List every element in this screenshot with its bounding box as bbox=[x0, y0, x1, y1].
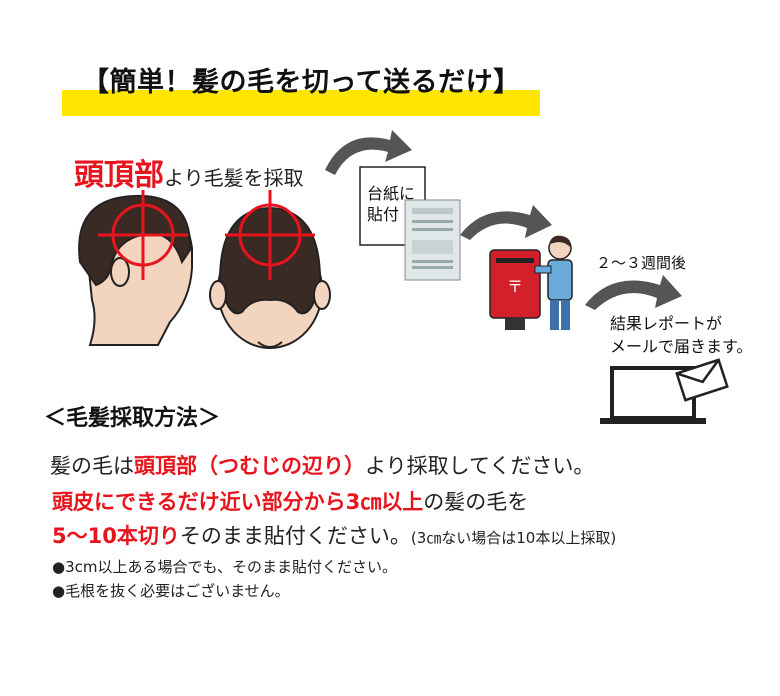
instruction-line-2: 頭皮にできるだけ近い部分から3㎝以上の髪の毛を bbox=[52, 486, 528, 516]
bullet-note: ●3cm以上ある場合でも、そのまま貼付ください。 bbox=[52, 558, 398, 576]
crown-caption: 頭頂部より毛髪を採取 bbox=[74, 150, 304, 194]
page-title: 【簡単！髪の毛を切って送るだけ】 bbox=[82, 67, 521, 98]
side-head-illustration bbox=[78, 194, 193, 346]
curved-arrow-icon bbox=[325, 130, 412, 175]
report-label: 結果レポートが メールで届きます。 bbox=[610, 312, 752, 358]
instruction-text: の髪の毛を bbox=[423, 490, 529, 514]
bullet-note: ●毛根を抜く必要はございません。 bbox=[52, 582, 290, 600]
curved-arrow-icon bbox=[460, 205, 552, 240]
instruction-emphasis: 頭皮にできるだけ近い部分から3㎝以上 bbox=[52, 490, 424, 514]
instruction-text: より採取してください。 bbox=[365, 454, 595, 478]
laptop-mail-icon bbox=[600, 358, 729, 424]
title-highlight bbox=[62, 90, 540, 116]
mailbox-icon: 〒 bbox=[489, 249, 541, 330]
report-label-line: メールで届きます。 bbox=[610, 337, 753, 356]
instruction-text: 髪の毛は bbox=[50, 454, 134, 478]
instruction-note: (3㎝ない場合は10本以上採取) bbox=[410, 529, 617, 547]
report-label-line: 結果レポートが bbox=[610, 314, 723, 333]
card-label-line: 貼付 bbox=[367, 205, 400, 224]
card-label-line: 台紙に bbox=[367, 184, 416, 203]
sample-card-illustration bbox=[359, 166, 461, 281]
curved-arrow-icon bbox=[585, 275, 682, 310]
instruction-line-3: 5～10本切りそのまま貼付ください。(3㎝ない場合は10本以上採取) bbox=[52, 520, 616, 550]
instruction-emphasis: 5～10本切り bbox=[52, 524, 180, 548]
crosshair-target-icon bbox=[225, 190, 315, 280]
crosshair-target-icon bbox=[98, 190, 188, 280]
person-posting-icon bbox=[534, 235, 573, 330]
card-label: 台紙に 貼付 bbox=[367, 183, 415, 225]
instruction-emphasis: 頭頂部（つむじの辺り） bbox=[134, 454, 365, 478]
svg-text:〒: 〒 bbox=[507, 277, 523, 296]
method-heading: ＜毛髪採取方法＞ bbox=[44, 406, 221, 431]
crown-keyword: 頭頂部 bbox=[74, 158, 164, 193]
weeks-label: ２～３週間後 bbox=[596, 254, 687, 272]
instruction-line-1: 髪の毛は頭頂部（つむじの辺り）より採取してください。 bbox=[50, 450, 594, 480]
crown-rest-text: より毛髪を採取 bbox=[164, 166, 304, 190]
instruction-text: そのまま貼付ください。 bbox=[179, 524, 411, 548]
